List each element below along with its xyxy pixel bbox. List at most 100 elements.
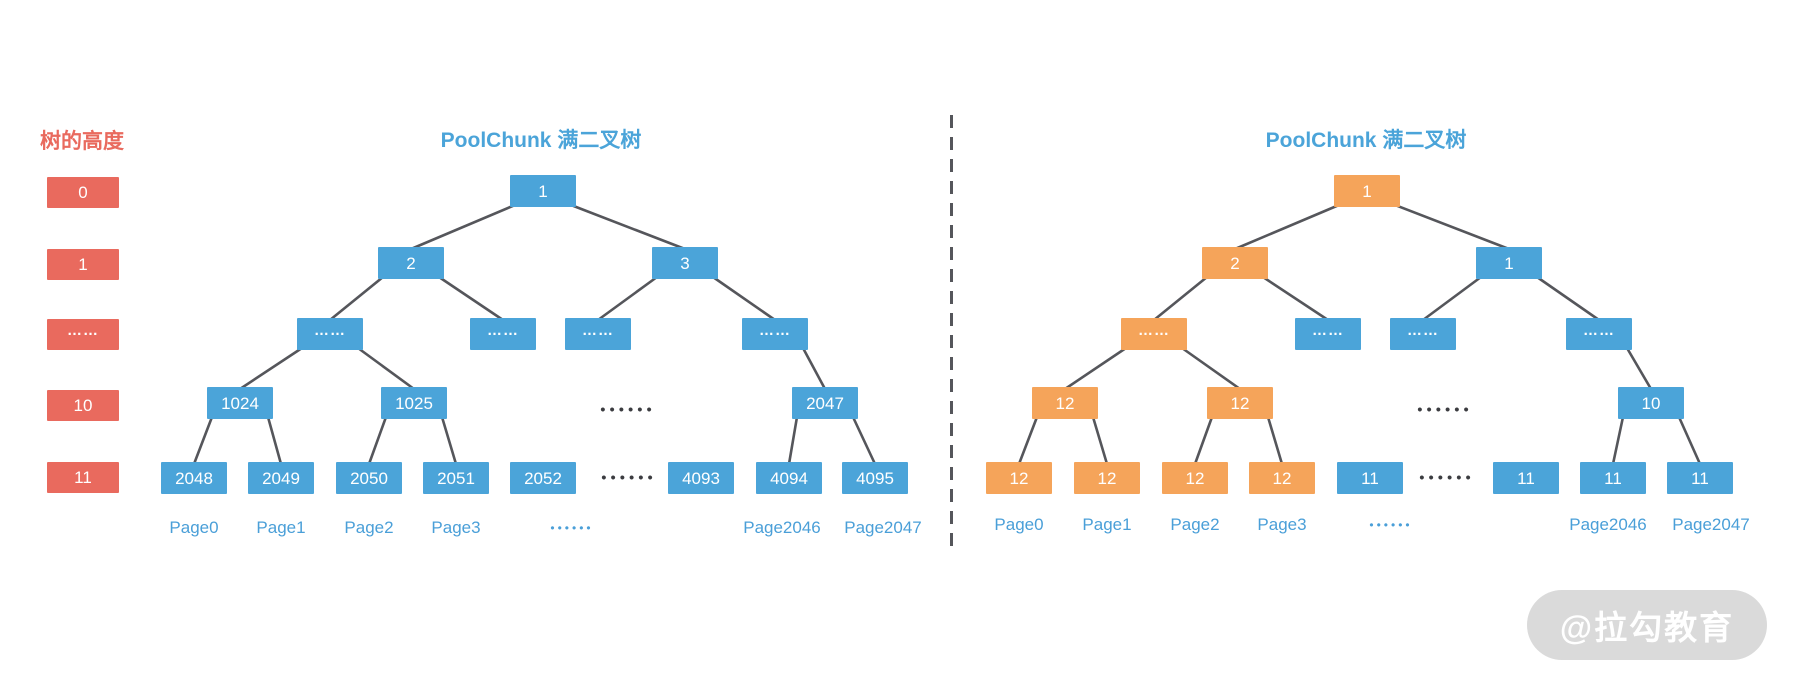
tree-edge-right-R4b-rl2 — [1193, 415, 1214, 466]
tree-node-label: 1024 — [221, 393, 259, 413]
tree-node-right-R2a: 2 — [1202, 247, 1268, 279]
tree-node-label: 2050 — [350, 468, 388, 488]
tree-node-label: 12 — [1185, 468, 1205, 488]
tree-node-label: 12 — [1272, 468, 1292, 488]
tree-node-left-ll1: 2049 — [248, 462, 314, 494]
tree-edge-right-R1-R2a — [1233, 203, 1341, 251]
tree-edge-right-R2b-R3c — [1421, 275, 1483, 322]
watermark-text: @拉勾教育 — [1559, 609, 1735, 646]
tree-edge-right-R4c-rl7 — [1677, 415, 1702, 466]
tree-edge-left-L2b-L3c — [596, 275, 659, 322]
tree-node-label: 11 — [1361, 468, 1379, 488]
tree-node-right-rl4: 11 — [1337, 462, 1403, 494]
page-ellipsis-left: •••••• — [550, 521, 594, 535]
tree-edge-right-R2a-R3a — [1152, 275, 1209, 322]
page-label-left-3: Page3 — [431, 518, 481, 537]
tree-node-label: 3 — [680, 253, 690, 273]
tree-node-left-L3a: …… — [297, 318, 363, 350]
tree-node-label: 2049 — [262, 468, 300, 488]
page-label-left-4: Page2046 — [743, 518, 821, 537]
tree-node-left-ll0: 2048 — [161, 462, 227, 494]
tree-edge-left-L4b-ll2 — [367, 415, 388, 466]
tree-node-label: 2 — [406, 253, 416, 273]
tree-edge-right-R4b-rl3 — [1266, 415, 1284, 466]
tree-edge-left-L3d-L4c — [801, 346, 827, 391]
tree-node-label: 4095 — [856, 468, 894, 488]
tree-node-label: 11 — [1517, 468, 1535, 488]
tree-node-left-L4a: 1024 — [207, 387, 273, 419]
dashed-divider — [950, 115, 953, 550]
tree-edge-left-L4a-ll1 — [266, 415, 283, 466]
tree-edge-left-L2a-L3a — [328, 275, 385, 322]
legend-box-2: …… — [47, 319, 119, 350]
tree-node-label: …… — [1583, 321, 1615, 339]
tree-node-right-rl2: 12 — [1162, 462, 1228, 494]
tree-node-label: 11 — [1604, 468, 1622, 488]
tree-node-label: 12 — [1009, 468, 1029, 488]
tree-height-legend-title: 树的高度 — [40, 130, 124, 153]
ellipsis-run-right-0: •••••• — [1417, 401, 1473, 419]
page-label-right-1: Page1 — [1082, 515, 1132, 534]
tree-node-label: 4093 — [682, 468, 720, 488]
tree-node-label: …… — [1407, 321, 1439, 339]
tree-node-label: 10 — [1641, 393, 1661, 413]
tree-node-right-rl3: 12 — [1249, 462, 1315, 494]
tree-edge-left-L4c-ll6 — [787, 415, 799, 466]
tree-node-label: 12 — [1097, 468, 1117, 488]
right-tree-title: PoolChunk 满二叉树 — [1265, 129, 1467, 152]
tree-node-label: 2052 — [524, 468, 562, 488]
legend-box-label: …… — [67, 321, 99, 339]
tree-node-right-R3c: …… — [1390, 318, 1456, 350]
tree-node-left-ll3: 2051 — [423, 462, 489, 494]
tree-node-left-ll4: 2052 — [510, 462, 576, 494]
tree-node-label: 4094 — [770, 468, 808, 488]
tree-edge-right-R2b-R3d — [1535, 275, 1601, 322]
tree-node-right-R3a: …… — [1121, 318, 1187, 350]
tree-node-left-ll7: 4095 — [842, 462, 908, 494]
tree-edge-left-L2b-L3d — [711, 275, 777, 322]
tree-node-label: …… — [314, 321, 346, 339]
tree-node-label: 1 — [1362, 181, 1372, 201]
tree-node-left-L3c: …… — [565, 318, 631, 350]
legend-box-0: 0 — [47, 177, 119, 208]
ellipsis-run-left-1: •••••• — [601, 469, 657, 487]
tree-node-label: …… — [1138, 321, 1170, 339]
tree-edge-right-R3a-R4a — [1063, 346, 1128, 391]
legend-box-1: 1 — [47, 249, 119, 280]
tree-edge-left-L1-L2a — [409, 203, 517, 251]
tree-node-right-R1: 1 — [1334, 175, 1400, 207]
tree-node-left-L1: 1 — [510, 175, 576, 207]
tree-node-label: 1025 — [395, 393, 433, 413]
tree-node-left-L4b: 1025 — [381, 387, 447, 419]
tree-node-label: 1 — [538, 181, 548, 201]
tree-node-label: 2051 — [437, 468, 475, 488]
tree-node-label: 1 — [1504, 253, 1514, 273]
tree-edge-left-L4b-ll3 — [440, 415, 458, 466]
tree-node-right-R3b: …… — [1295, 318, 1361, 350]
tree-edge-right-R2a-R3b — [1261, 275, 1330, 322]
tree-node-label: 11 — [1691, 468, 1709, 488]
tree-node-right-R4b: 12 — [1207, 387, 1273, 419]
tree-edge-right-R1-R2b — [1393, 203, 1511, 251]
legend-box-label: 11 — [74, 468, 92, 487]
tree-node-label: …… — [1312, 321, 1344, 339]
watermark-badge: @拉勾教育 — [1527, 590, 1767, 660]
tree-node-label: …… — [582, 321, 614, 339]
legend-box-4: 11 — [47, 462, 119, 493]
tree-edge-right-R3d-R4c — [1625, 346, 1653, 391]
tree-edge-left-L4a-ll0 — [192, 415, 214, 466]
tree-node-right-R3d: …… — [1566, 318, 1632, 350]
tree-node-label: 2047 — [806, 393, 844, 413]
ellipsis-run-left-0: •••••• — [600, 401, 656, 419]
tree-node-left-L2b: 3 — [652, 247, 718, 279]
page-ellipsis-right: •••••• — [1369, 518, 1413, 532]
tree-node-right-R4a: 12 — [1032, 387, 1098, 419]
tree-node-label: …… — [487, 321, 519, 339]
tree-node-left-L3b: …… — [470, 318, 536, 350]
tree-node-label: 2048 — [175, 468, 213, 488]
tree-node-right-rl7: 11 — [1667, 462, 1733, 494]
page-label-right-4: Page2046 — [1569, 515, 1647, 534]
ellipsis-run-right-1: •••••• — [1419, 469, 1475, 487]
legend-box-label: 10 — [73, 396, 93, 415]
